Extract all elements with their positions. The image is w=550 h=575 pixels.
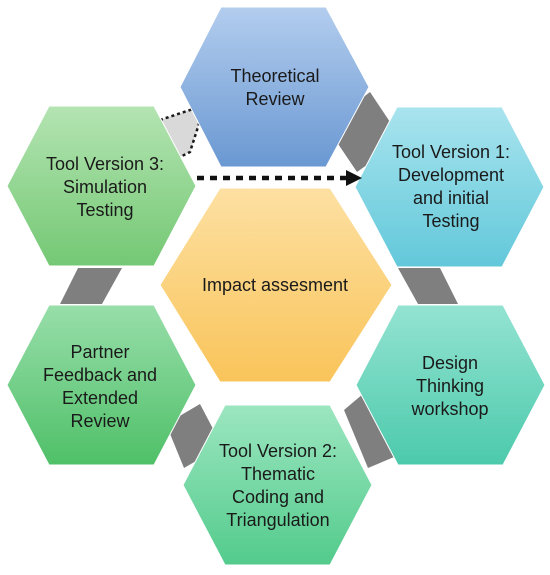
hexagon-partner-feedback — [6, 304, 197, 466]
hexagon-tool-version-2 — [182, 404, 373, 566]
hexagon-design-thinking — [355, 304, 546, 466]
hexagon-tool-version-1 — [354, 106, 545, 268]
hexagon-theoretical-review — [179, 6, 370, 168]
hexagon-impact-assessment — [159, 187, 393, 383]
dotted-connector-tv3-to-theory — [158, 103, 207, 160]
dashed-arrow-head-icon — [346, 170, 362, 186]
connector-tv1-to-design — [398, 268, 458, 304]
hexagon-tool-version-3 — [6, 105, 197, 267]
connector-partner-to-tv3 — [60, 268, 122, 304]
